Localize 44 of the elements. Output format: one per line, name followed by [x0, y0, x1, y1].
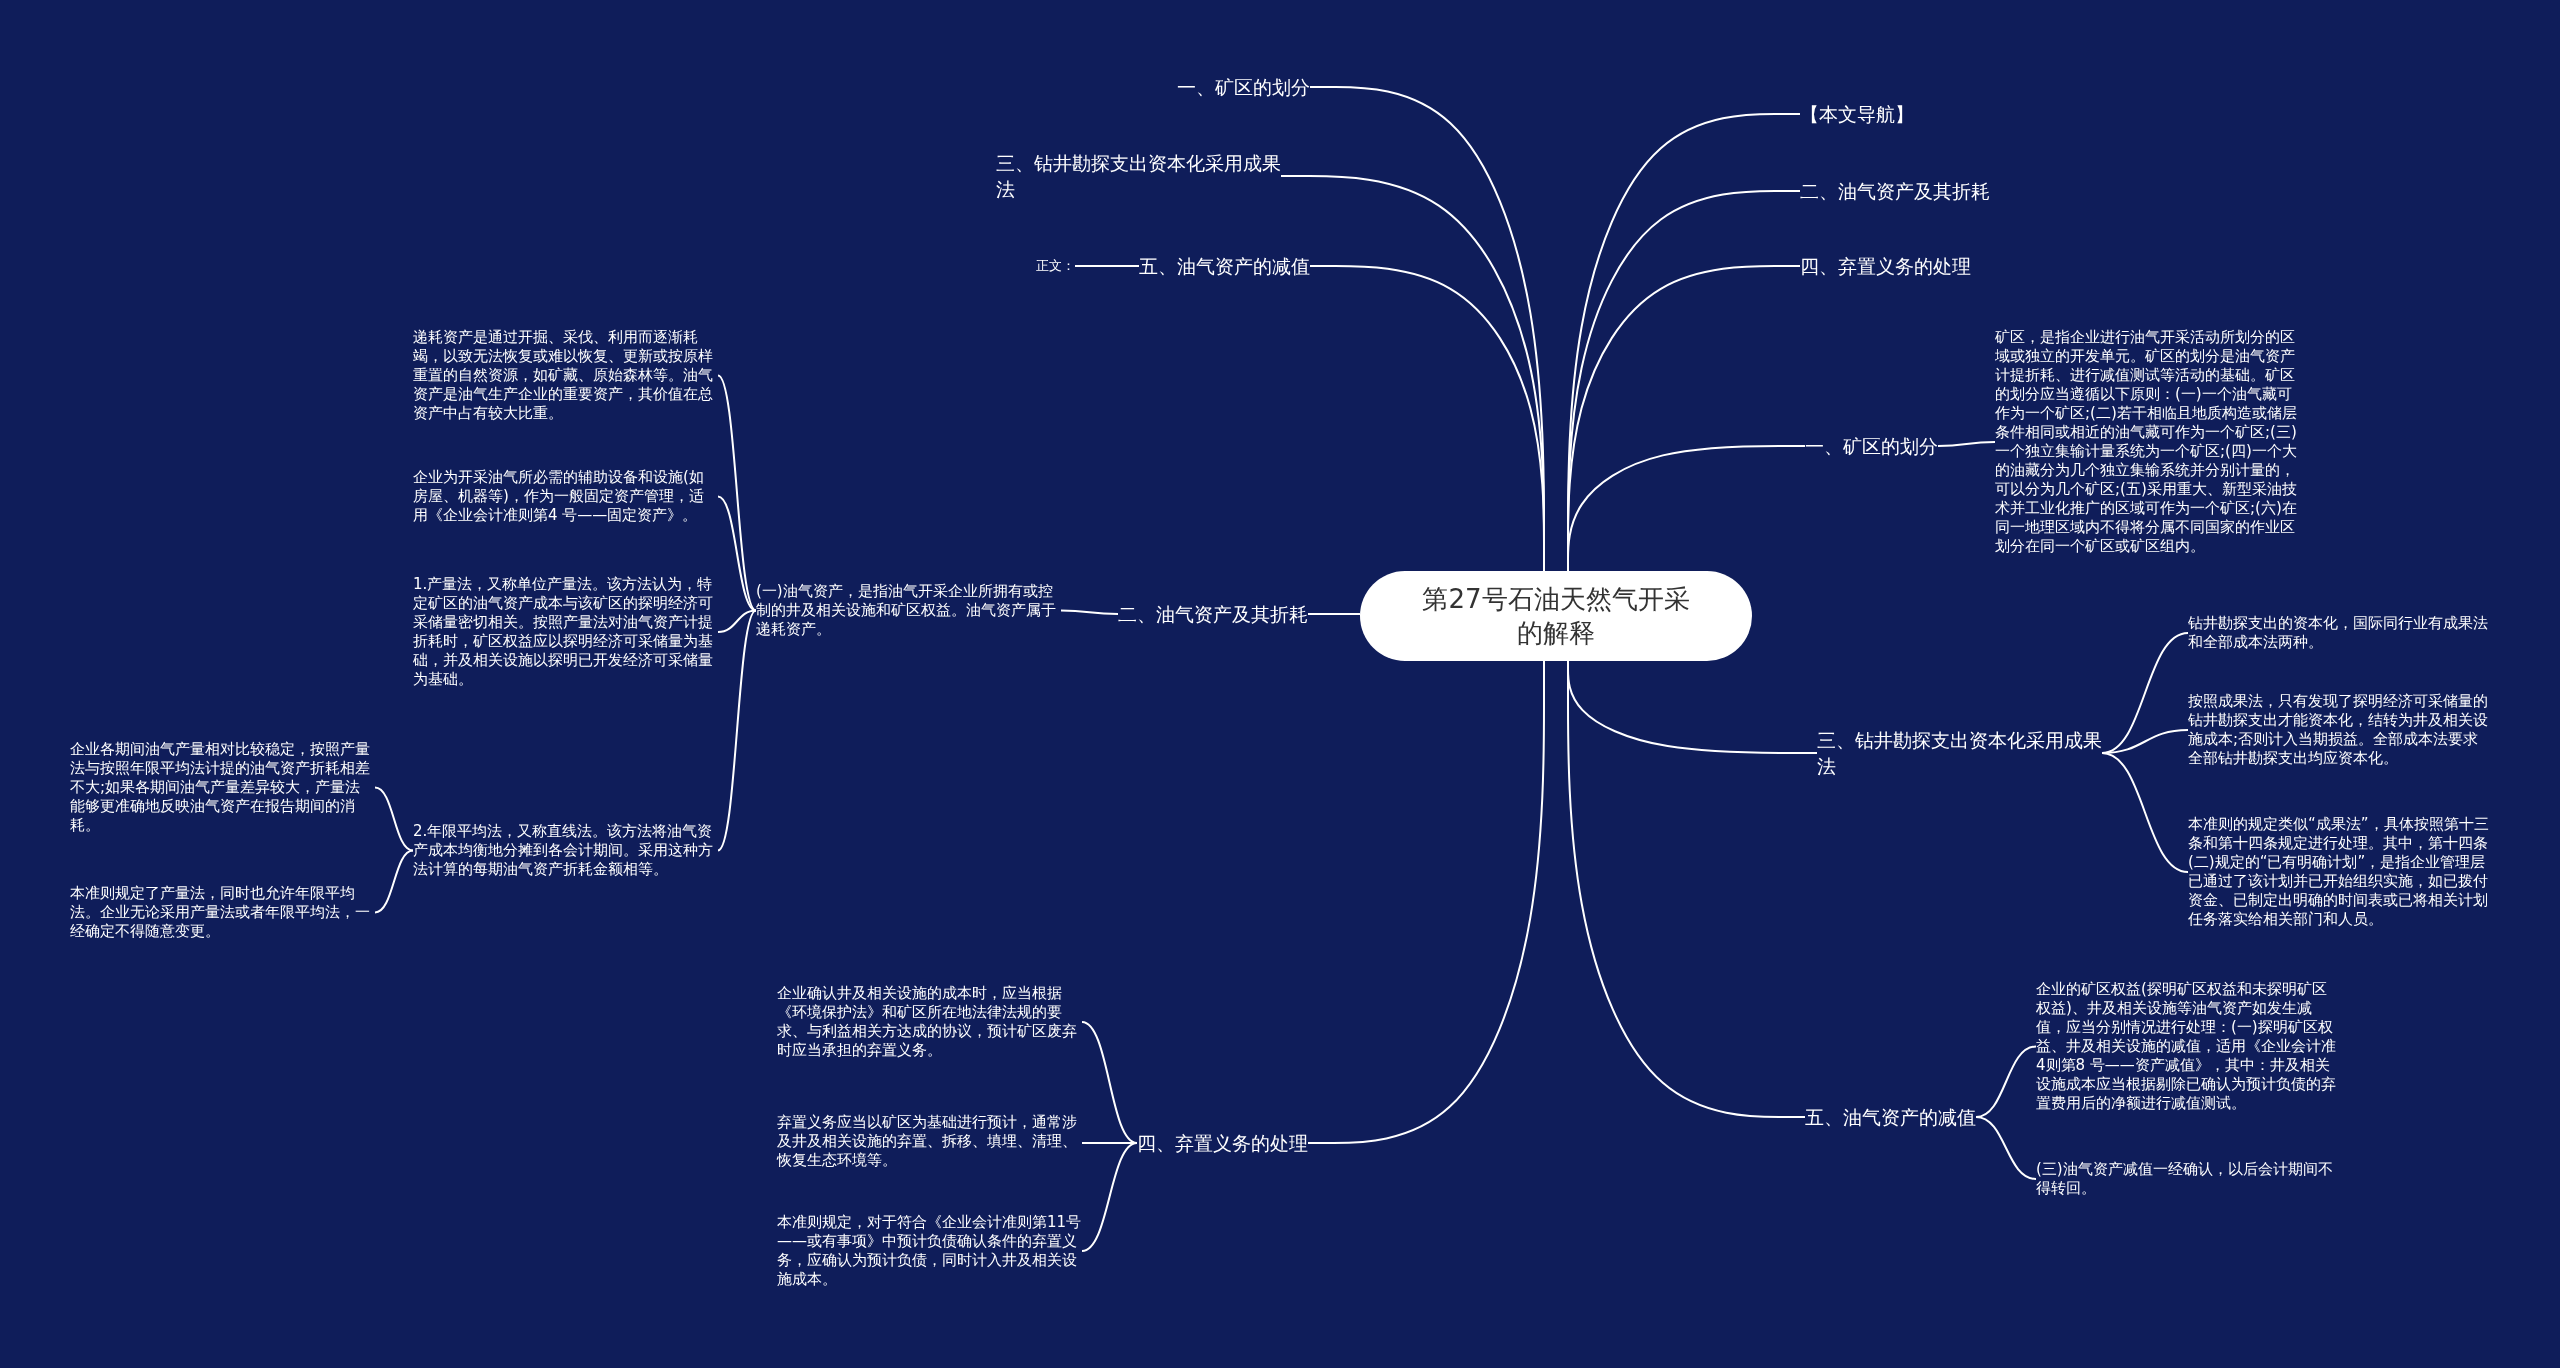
- branch-topic: 四、弃置义务的处理: [1800, 253, 1971, 279]
- connector-line: [1975, 1116, 2037, 1180]
- detail-text: 钻井勘探支出的资本化，国际同行业有成果法和全部成本法两种。: [2188, 614, 2493, 652]
- connector-line: [1567, 445, 1806, 572]
- connector-line: [1307, 660, 1545, 1144]
- connector-line: [2101, 752, 2189, 873]
- branch-topic: 三、钻井勘探支出资本化采用成果法: [1817, 727, 2102, 779]
- detail-text: (三)油气资产减值一经确认，以后会计期间不得转回。: [2036, 1160, 2341, 1198]
- connector-line: [374, 849, 414, 914]
- connector-line: [1081, 1142, 1138, 1252]
- detail-text: 按照成果法，只有发现了探明经济可采储量的钻井勘探支出才能资本化，结转为井及相关设施成本;否则计入当期损益。全部成本法要求全部钻井勘探支出均应资本化。: [2188, 692, 2493, 768]
- branch-topic: 五、油气资产的减值: [1139, 253, 1310, 279]
- detail-text: 企业的矿区权益(探明矿区权益和未探明矿区权益)、井及相关设施等油气资产如发生减值，应当分别情况进行处理：(一)探明矿区权益、井及相关设施的减值，适用《企业会计准4则第8 号——资产减值》，其中：井及相关设施成本应当根据剔除已确认为预计负债的弃置费用后的净额进行减值测试。: [2036, 980, 2341, 1113]
- detail-text: (一)油气资产，是指油气开采企业所拥有或控制的井及相关设施和矿区权益。油气资产属于递耗资产。: [756, 582, 1061, 639]
- detail-text: 企业为开采油气所必需的辅助设备和设施(如房屋、机器等)，作为一般固定资产管理，适用《企业会计准则第4 号——固定资产》。: [413, 468, 718, 525]
- connector-line: [717, 609, 757, 852]
- connector-line: [1937, 441, 1996, 447]
- detail-text: 1.产量法，又称单位产量法。该方法认为，特定矿区的油气资产成本与该矿区的探明经济可采储量密切相关。按照产量法对油气资产计提折耗时，矿区权益应以探明经济可采储量为基础，并及相关设施以探明已开发经济可采储量为基础。: [413, 575, 718, 689]
- connector-line: [717, 374, 757, 612]
- detail-text: 企业确认井及相关设施的成本时，应当根据《环境保护法》和矿区所在地法律法规的要求、与利益相关方达成的协议，预计矿区废弃时应当承担的弃置义务。: [777, 984, 1082, 1060]
- detail-text: 弃置义务应当以矿区为基础进行预计，通常涉及井及相关设施的弃置、拆移、填埋、清理、恢复生态环境等。: [777, 1113, 1082, 1170]
- tag-label: 正文：: [1036, 257, 1075, 275]
- central-topic-pill: 第27号石油天然气开采的解释: [1360, 571, 1752, 661]
- branch-topic: 二、油气资产及其折耗: [1118, 601, 1308, 627]
- connector-line: [1074, 265, 1140, 267]
- branch-topic: 一、矿区的划分: [1177, 74, 1310, 100]
- connector-line: [717, 495, 757, 612]
- detail-text: 递耗资产是通过开掘、采伐、利用而逐渐耗竭，以致无法恢复或难以恢复、更新或按原样重置的自然资源，如矿藏、原始森林等。油气资产是油气生产企业的重要资产，其价值在总资产中占有较大比重。: [413, 328, 718, 423]
- connector-line: [374, 786, 414, 852]
- detail-text: 本准则的规定类似“成果法”，具体按照第十三条和第十四条规定进行处理。其中，第十四条(二)规定的“已有明确计划”，是指企业管理层已通过了该计划并已开始组织实施，如已拨付资金、已制定出明确的时间表或已将相关计划任务落实给相关部门和人员。: [2188, 815, 2493, 929]
- detail-text: 本准则规定了产量法，同时也允许年限平均法。企业无论采用产量法或者年限平均法，一经确定不得随意变更。: [70, 884, 375, 941]
- branch-topic: 一、矿区的划分: [1805, 433, 1938, 459]
- branch-topic: 三、钻井勘探支出资本化采用成果法: [996, 150, 1281, 202]
- detail-text: 矿区，是指企业进行油气开采活动所划分的区域或独立的开发单元。矿区的划分是油气资产计提折耗、进行减值测试等活动的基础。矿区的划分应当遵循以下原则：(一)一个油气藏可作为一个矿区;(二)若干相临且地质构造或储层条件相同或相近的油气藏可作为一个矿区;(三)一个独立集输计量系统为一个矿区;(四)一个大的油藏分为几个独立集输系统并分别计量的，可以分为几个矿区;(五)采用重大、新型采油技术并工业化推广的区域可作为一个矿区;(六)在同一地理区域内不得将分属不同国家的作业区划分在同一个矿区或矿区组内。: [1995, 328, 2300, 556]
- branch-topic: 二、油气资产及其折耗: [1800, 178, 1990, 204]
- branch-topic: 五、油气资产的减值: [1805, 1104, 1976, 1130]
- detail-text: 本准则规定，对于符合《企业会计准则第11号——或有事项》中预计负债确认条件的弃置义务，应确认为预计负债，同时计入井及相关设施成本。: [777, 1213, 1082, 1289]
- branch-topic: 四、弃置义务的处理: [1137, 1130, 1308, 1156]
- connector-line: [1307, 613, 1361, 615]
- branch-topic: 【本文导航】: [1800, 101, 1914, 127]
- connector-line: [717, 609, 757, 633]
- detail-text: 2.年限平均法，又称直线法。该方法将油气资产成本均衡地分摊到各会计期间。采用这种方法计算的每期油气资产折耗金额相等。: [413, 822, 718, 879]
- connector-line: [1060, 609, 1119, 615]
- detail-text: 企业各期间油气产量相对比较稳定，按照产量法与按照年限平均法计提的油气资产折耗相差不大;如果各期间油气产量差异较大，产量法能够更准确地反映油气资产在报告期间的消耗。: [70, 740, 375, 835]
